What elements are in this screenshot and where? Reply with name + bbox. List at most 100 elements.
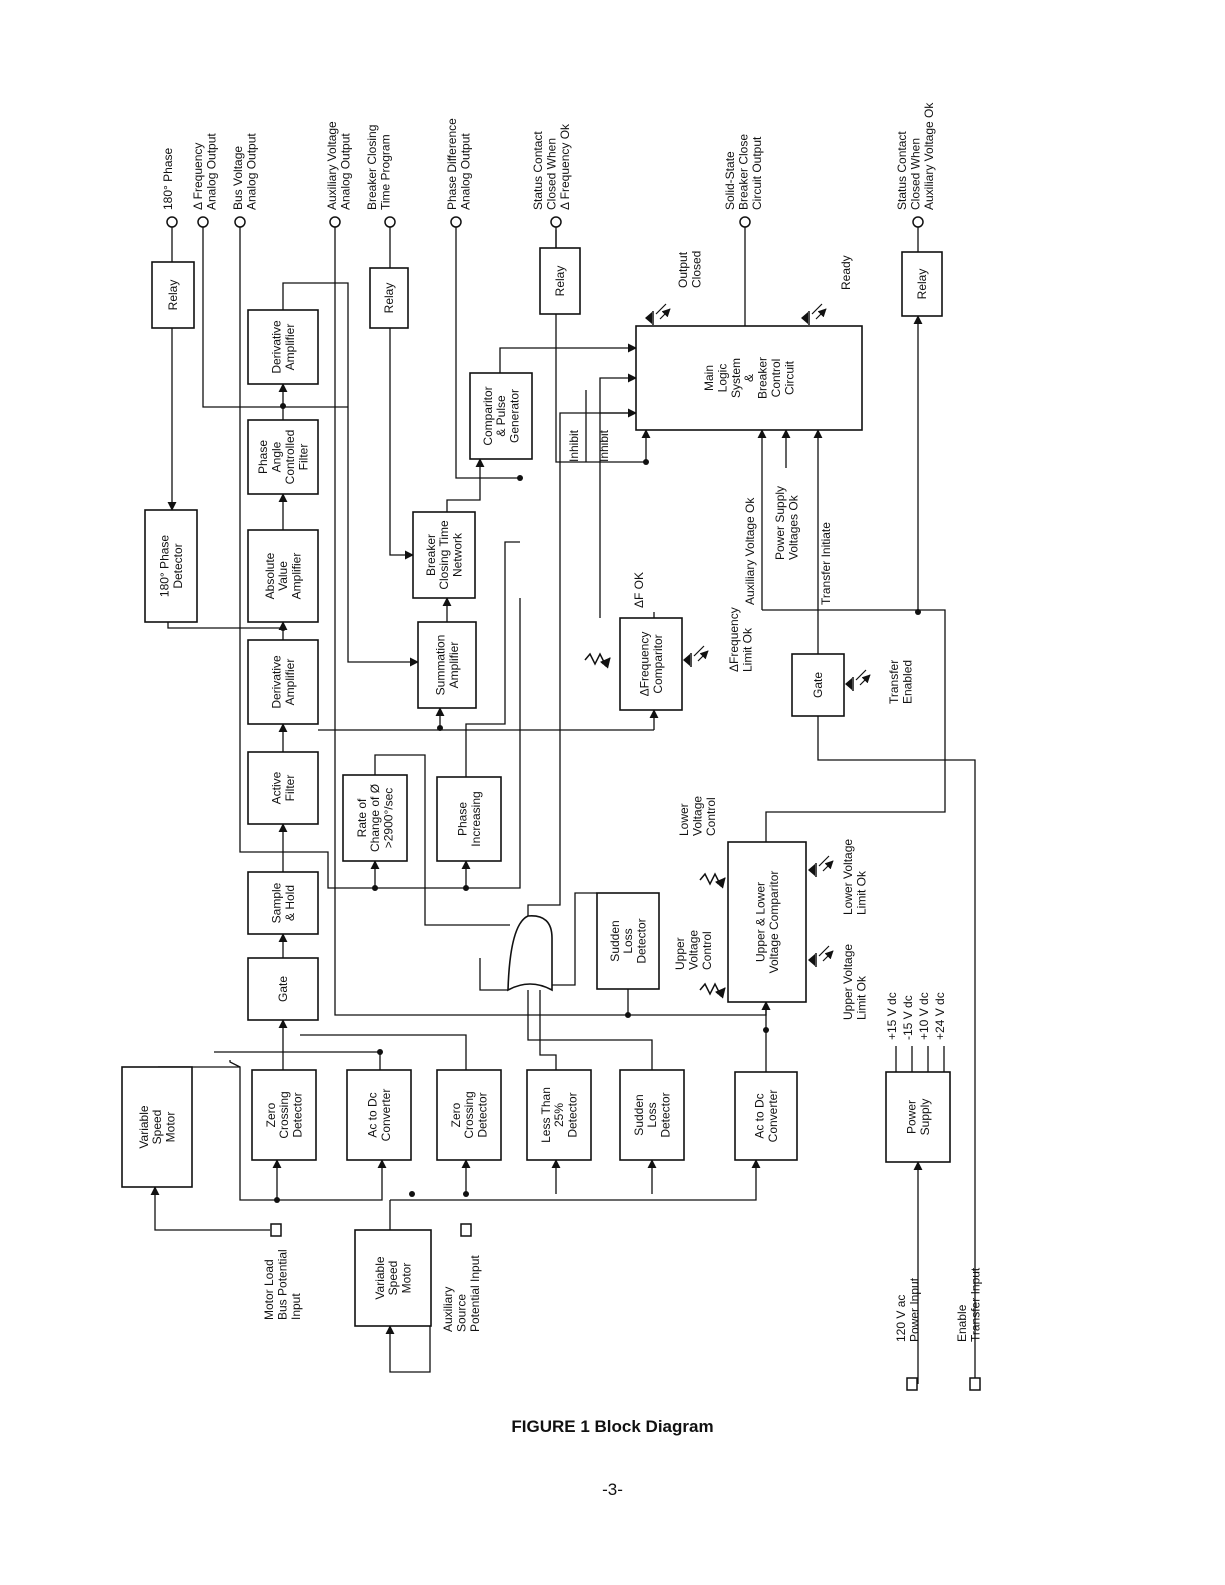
- terminal-aux-voltage: [329, 216, 341, 228]
- figure-caption: FIGURE 1 Block Diagram: [511, 1417, 714, 1436]
- w-to-acdc1: [277, 1159, 387, 1201]
- absolute-value-amplifier: AbsoluteValueAmplifier: [247, 529, 319, 623]
- active-filter: ActiveFilter: [247, 751, 319, 825]
- relay-breaker: Relay: [369, 267, 409, 329]
- w-motor1-zc1: [158, 1066, 282, 1201]
- w-sl-or: [527, 990, 653, 1070]
- label-lower-limit: Lower VoltageLimit Ok: [841, 839, 868, 915]
- phase-angle-filter-label: PhaseAngleControlledFilter: [256, 430, 310, 485]
- relay-aux-ok: Relay: [901, 251, 943, 317]
- led-freq-limit: [683, 646, 708, 667]
- terminal-bus-voltage: [234, 216, 246, 228]
- label-supply-rail: -15 V dc: [901, 995, 915, 1040]
- breaker-closing-network-label: BreakerClosing TimeNetwork: [424, 520, 465, 590]
- label-phase-difference: Phase DifferenceAnalog Output: [445, 118, 472, 210]
- variable-speed-motor-1: VariableSpeedMotor: [121, 1066, 193, 1188]
- zero-crossing-detector-2-label: ZeroCrossingDetector: [449, 1091, 490, 1138]
- zero-crossing-detector-1-label: ZeroCrossingDetector: [264, 1091, 305, 1138]
- power-supply-label: PowerSupply: [905, 1099, 932, 1136]
- w-motor-load-motor: [150, 1186, 270, 1231]
- led-lower-limit: [808, 856, 833, 877]
- zero-crossing-detector-1: ZeroCrossingDetector: [251, 1069, 317, 1161]
- w-or-main: [527, 408, 637, 916]
- label-freq-analog: Δ FrequencyAnalog Output: [191, 133, 218, 210]
- junction-dot: [280, 403, 286, 409]
- gate-left: Gate: [247, 957, 319, 1021]
- terminal-status-aux: [912, 216, 924, 228]
- label-aux-voltage-ok: Auxiliary Voltage Ok: [743, 497, 757, 605]
- variable-speed-motor-1-label: VariableSpeedMotor: [137, 1105, 178, 1148]
- w-to-ulc: [628, 1001, 771, 1016]
- terminal-solid-state: [739, 216, 751, 228]
- label-bus-voltage: Bus VoltageAnalog Output: [231, 133, 258, 210]
- led-upper-limit: [808, 946, 833, 967]
- power-supply: PowerSupply: [885, 1071, 951, 1163]
- label-upper-limit: Upper VoltageLimit Ok: [841, 944, 868, 1020]
- w-to-180-detector: [167, 622, 283, 629]
- pot-lower-voltage: [699, 872, 726, 889]
- connection-wires: [150, 227, 976, 1384]
- summation-amplifier: SummationAmplifier: [417, 621, 477, 709]
- w-net-comp: [446, 458, 485, 512]
- label-transfer-initiate: Transfer Initiate: [819, 522, 833, 605]
- phase-increasing: PhaseIncreasing: [436, 776, 502, 862]
- w-df-ok: [599, 373, 637, 618]
- variable-speed-motor-2: VariableSpeedMotor: [354, 1229, 432, 1327]
- ac-dc-converter-2: Ac to DcConverter: [734, 1071, 798, 1161]
- label-df-ok: ΔF OK: [632, 572, 646, 608]
- terminal-phase-difference: [450, 216, 462, 228]
- w-sh-net: [318, 598, 521, 889]
- label-supply-rail: +10 V dc: [917, 992, 931, 1040]
- junction-dot: [409, 1191, 415, 1197]
- sudden-loss-detector-lower-label: SuddenLossDetector: [632, 1092, 673, 1137]
- relay-180-phase: Relay: [151, 261, 195, 329]
- ac-dc-converter-1: Ac to DcConverter: [346, 1069, 412, 1161]
- phase-detector-180: 180° PhaseDetector: [144, 509, 198, 623]
- label-180-phase: 180° Phase: [161, 147, 175, 210]
- relay-breaker-label: Relay: [382, 283, 396, 314]
- w-aux-voltage: [334, 227, 628, 1016]
- w-slu-or: [552, 892, 597, 986]
- label-aux-source: AuxiliarySourcePotential Input: [441, 1255, 482, 1332]
- summation-amplifier-label: SummationAmplifier: [434, 635, 461, 696]
- main-logic-system-label: MainLogicSystem&BreakerControlCircuit: [702, 357, 797, 399]
- label-status-freq: Status ContactClosed WhenΔ Frequency Ok: [531, 123, 572, 210]
- sudden-loss-detector-upper: SuddenLossDetector: [596, 892, 660, 990]
- upper-lower-voltage-comparitor-label: Upper & LowerVoltage Comparitor: [754, 871, 781, 974]
- relay-freq-ok: Relay: [539, 247, 581, 315]
- label-motor-load: Motor LoadBus PotentialInput: [262, 1249, 303, 1320]
- w-datop-sum: [282, 282, 419, 667]
- w-relay-breaker-net: [389, 328, 414, 560]
- gate-right-label: Gate: [811, 672, 825, 698]
- w-or-in-a: [479, 958, 508, 991]
- terminal-motor-load: [270, 1223, 282, 1237]
- main-logic-system: MainLogicSystem&BreakerControlCircuit: [635, 325, 863, 431]
- sample-hold: Sample& Hold: [247, 871, 319, 935]
- gate-left-label: Gate: [276, 976, 290, 1002]
- less-than-25-detector-label: Less Than25%Detector: [539, 1087, 580, 1143]
- w-motor2-loop: [385, 1325, 431, 1373]
- w-roc-or: [374, 754, 510, 926]
- pot-freq: [584, 652, 611, 669]
- terminal-breaker-program: [384, 216, 396, 228]
- less-than-25-detector: Less Than25%Detector: [526, 1069, 592, 1161]
- terminal-power-in: [906, 1377, 918, 1391]
- junction-dot: [377, 1049, 383, 1055]
- relay-180-phase-label: Relay: [166, 280, 180, 311]
- label-breaker-program: Breaker ClosingTime Program: [365, 125, 392, 210]
- variable-speed-motor-2-label: VariableSpeedMotor: [373, 1256, 414, 1299]
- label-output-closed: OutputClosed: [676, 251, 703, 288]
- comparitor-pulse-generator: Comparitor& PulseGenerator: [469, 372, 533, 460]
- w-inhibit-1: [555, 314, 646, 463]
- rate-of-change-detector: Rate ofChange of Ø>2900°/sec: [342, 774, 408, 862]
- label-power-in: 120 V acPower Input: [894, 1277, 921, 1342]
- label-supply-rail: +24 V dc: [933, 992, 947, 1040]
- led-transfer-enabled: [845, 670, 870, 691]
- comparitor-pulse-generator-label: Comparitor& PulseGenerator: [481, 386, 522, 445]
- label-power-supply-ok: Power SupplyVoltages Ok: [773, 486, 800, 560]
- breaker-closing-network: BreakerClosing TimeNetwork: [412, 511, 476, 599]
- signal-labels: 180° Phase Δ FrequencyAnalog Output Bus Vo…: [161, 102, 982, 1342]
- derivative-amplifier-mid-label: DerivativeAmplifier: [270, 655, 297, 709]
- label-status-aux: Status ContactClosed WhenAuxiliary Volta…: [895, 102, 936, 210]
- label-inhibit-1: Inhibit: [567, 429, 581, 462]
